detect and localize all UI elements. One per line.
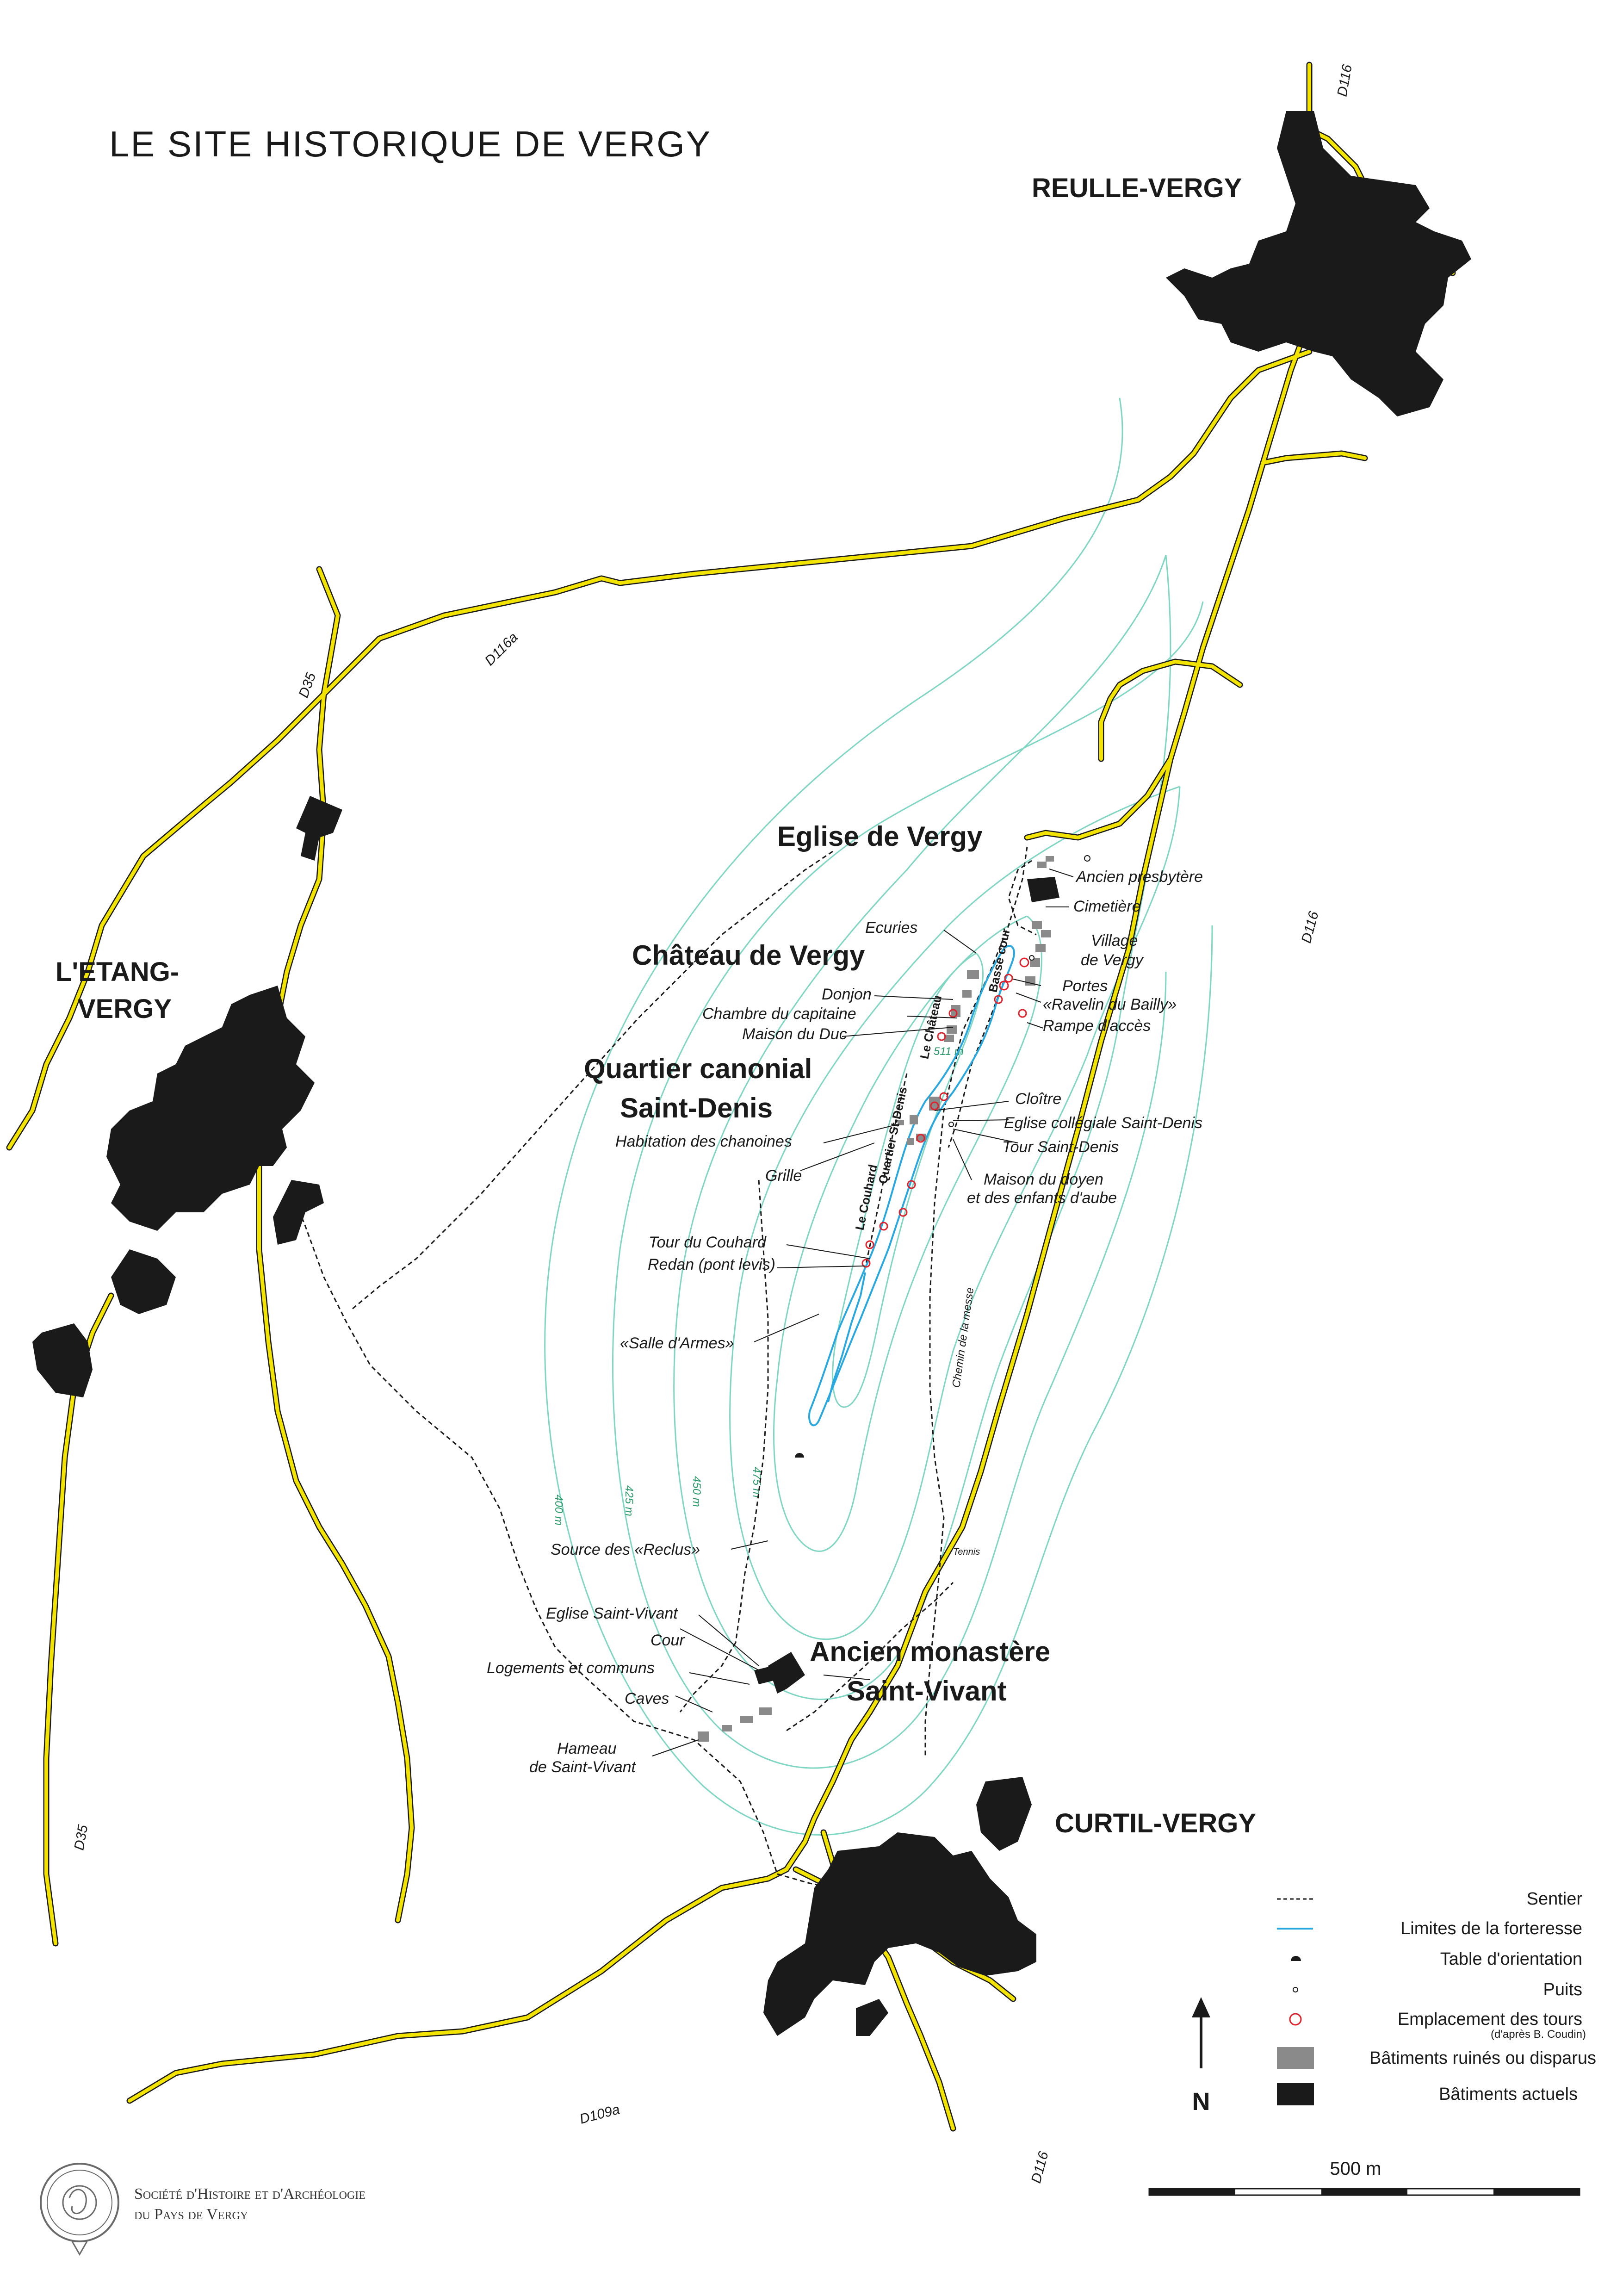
label-maison-duc: Maison du Duc [742,1025,847,1043]
label-ecuries: Ecuries [865,919,917,937]
label-tour-couhard: Tour du Couhard [649,1234,767,1251]
label-quartier-1: Quartier canonial [584,1053,812,1084]
scale-label: 500 m [1330,2159,1381,2179]
label-eglise-vergy: Eglise de Vergy [777,821,983,852]
road-label-d116-bottom: D116 [1028,2150,1052,2185]
contour-labels: 400 m 425 m 450 m 475 m 511 m [552,1045,964,1526]
village-label-curtil: CURTIL-VERGY [1055,1808,1256,1838]
road-label-d35-bottom: D35 [71,1824,91,1851]
legend-actuels: Bâtiments actuels [1439,2085,1578,2104]
label-logements: Logements et communs [487,1659,655,1677]
legend-ruines: Bâtiments ruinés ou disparus [1369,2048,1596,2068]
buildings-ruined [698,856,1054,1742]
label-hameau-2: de Saint-Vivant [529,1758,637,1776]
contour-lines [544,397,1213,1836]
curtil-vergy-buildings [763,1832,1036,2036]
label-hameau-1: Hameau [557,1740,617,1757]
buildings-current [32,111,1471,2036]
label-chambre: Chambre du capitaine [702,1005,856,1023]
label-ravelin: «Ravelin du Bailly» [1043,996,1177,1013]
label-chateau-vergy: Château de Vergy [632,940,865,971]
label-tennis: Tennis [953,1547,980,1557]
leader-lines [652,869,1074,1756]
label-donjon: Donjon [822,986,872,1003]
label-cour: Cour [650,1632,685,1649]
label-habitation: Habitation des chanoines [615,1133,792,1150]
scale-bar: 500 m [1148,2159,1580,2196]
eglise-vergy-building [1027,877,1059,902]
monastere-building [768,1652,805,1694]
label-basse-cour: Basse cour [986,927,1013,993]
road-label-d35-top: D35 [296,670,319,700]
label-source: Source des «Reclus» [551,1541,700,1558]
label-quartier-2: Saint-Denis [620,1092,773,1123]
society-name-1: Société d'Histoire et d'Archéologie [134,2185,365,2203]
reulle-vergy-buildings [1166,111,1471,416]
society-name-2: du Pays de Vergy [134,2206,248,2223]
label-monastere-2: Saint-Vivant [847,1675,1007,1706]
road-label-d116a: D116a [482,630,521,669]
legend-sentier: Sentier [1527,1889,1583,1909]
fortress-limits [808,945,1015,1427]
contour-label-425: 425 m [623,1485,635,1516]
label-portes: Portes [1062,977,1108,995]
label-redan: Redan (pont levis) [648,1256,775,1273]
legend-tours: Emplacement des tours [1398,2010,1582,2029]
footpaths [295,846,1037,1889]
etang-vergy-buildings [106,986,315,1231]
label-village-2: de Vergy [1081,951,1144,969]
label-caves: Caves [625,1690,669,1707]
label-ancien-presbytere: Ancien presbytère [1075,868,1203,886]
legend-limites: Limites de la forteresse [1400,1919,1582,1938]
legend-puits: Puits [1543,1980,1582,1999]
north-arrow: N [1192,1997,1210,2116]
legend: Sentier Limites de la forteresse Table d… [1277,1889,1596,2105]
label-monastere-1: Ancien monastère [810,1636,1050,1667]
label-eglise-collegiale: Eglise collégiale Saint-Denis [1004,1114,1202,1132]
label-salle-armes: «Salle d'Armes» [620,1334,734,1352]
village-label-etang-2: VERGY [78,994,172,1024]
label-village-1: Village [1091,932,1138,949]
legend-tours-note: (d'après B. Coudin) [1491,2028,1586,2041]
label-cimetiere: Cimetière [1073,898,1140,915]
label-maison-doyen-2: et des enfants d'aube [967,1189,1117,1207]
tower-locations [861,957,1029,1268]
label-rampe: Rampe d'accès [1043,1017,1151,1035]
label-cloitre: Cloître [1015,1090,1061,1108]
label-tour-saint-denis: Tour Saint-Denis [1002,1138,1119,1156]
label-grille: Grille [765,1167,802,1185]
label-quartier-st-denis: Quartier St-Denis [876,1086,910,1185]
north-label: N [1192,2088,1210,2116]
village-label-etang-1: L'ETANG- [56,957,179,987]
label-eglise-st-vivant: Eglise Saint-Vivant [546,1605,678,1622]
village-label-reulle: REULLE-VERGY [1032,173,1242,203]
label-maison-doyen-1: Maison du doyen [984,1171,1103,1188]
wells [948,855,1090,1127]
society-seal [40,2163,119,2256]
road-label-d116-top: D116 [1334,63,1355,98]
contour-label-450: 450 m [690,1476,703,1507]
contour-label-400: 400 m [552,1495,565,1526]
road-label-d109a: D109a [578,2102,621,2127]
road-label-d116-mid: D116 [1299,910,1322,945]
map-title: LE SITE HISTORIQUE DE VERGY [109,124,712,164]
path-label-chemin: Chemin de la messe [950,1286,976,1388]
legend-table: Table d'orientation [1440,1949,1582,1969]
